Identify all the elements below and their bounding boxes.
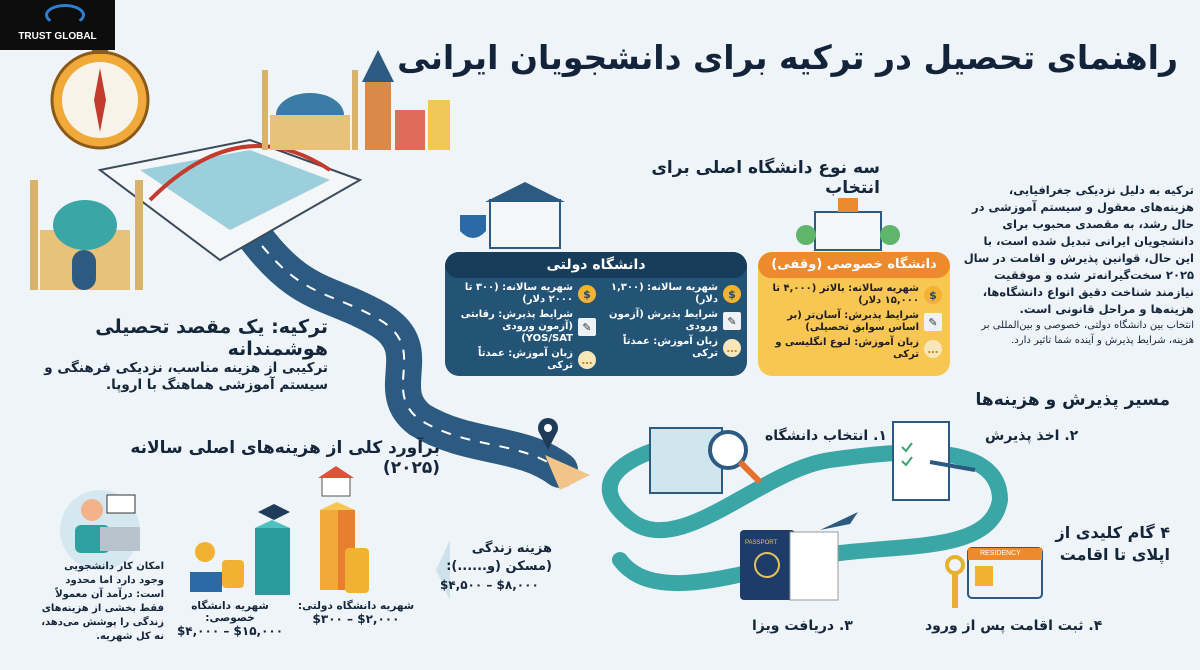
state-item: شهریه سالانه: (۱,۳۰۰ دلار) bbox=[610, 282, 718, 305]
pencil-tip bbox=[545, 455, 590, 490]
turkey-section: ترکیه: یک مقصد تحصیلی هوشمندانه ترکیبی ا… bbox=[30, 316, 328, 394]
living-cost-range: $۴,۵۰۰ – $۸,۰۰۰ bbox=[440, 578, 539, 592]
key-steps-caption: ۴ گام کلیدی از اپلای تا اقامت bbox=[1056, 522, 1170, 566]
compass-illustration bbox=[50, 44, 150, 150]
document-icon: ✎ bbox=[924, 313, 942, 331]
private-item: زبان آموزش: لنوع انگلیسی و ترکی bbox=[775, 337, 919, 360]
page-title: راهنمای تحصیل در ترکیه برای دانشجویان ای… bbox=[397, 38, 1178, 77]
universities-heading: سه نوع دانشگاه اصلی برای انتخاب bbox=[651, 158, 880, 198]
private-university-card: دانشگاه خصوصی (وقفی) $شهریه سالانه: بالا… bbox=[758, 252, 950, 376]
map-magnifier-icon bbox=[649, 427, 763, 494]
private-university-building bbox=[796, 198, 900, 251]
state-tuition-label: شهریه دانشگاه دولتی: $۳۰۰ – $۲,۰۰۰ bbox=[296, 600, 416, 626]
money-bag-icon: $ bbox=[924, 286, 942, 304]
state-col-right: $ شهریه سالانه: (۱,۳۰۰ دلار) ✎ شرایط پذیرش… bbox=[596, 282, 741, 375]
chat-icon: … bbox=[924, 340, 942, 358]
state-item: شهریه سالانه: (۳۰۰ تا ۲۰۰۰ دلار) bbox=[464, 282, 573, 305]
passport-visa-icon bbox=[740, 512, 858, 601]
state-item: زبان آموزش: عمدتاً ترکی bbox=[477, 348, 573, 371]
state-item: شرایط پذیرش: رقابتی (آزمون ورودی YOS/SAT… bbox=[460, 309, 573, 344]
logo: TRUST GLOBAL bbox=[0, 0, 115, 50]
state-card-title: دانشگاه دولتی bbox=[445, 252, 747, 278]
key-steps-line1: ۴ گام کلیدی از bbox=[1055, 523, 1170, 542]
turkey-heading: ترکیه: یک مقصد تحصیلی هوشمندانه bbox=[95, 316, 328, 360]
mosque-illustration bbox=[30, 180, 143, 290]
turkey-text: ترکیبی از هزینه مناسب، نزدیکی فرهنگی و س… bbox=[44, 360, 328, 393]
living-cost: هزینه زندگی (مسکن (و......): $۴,۵۰۰ – $۸… bbox=[440, 540, 552, 594]
costs-heading: برآورد کلی از هزینه‌های اصلی سالانه (۲۰۲… bbox=[130, 438, 440, 478]
logo-text: TRUST GLOBAL bbox=[18, 31, 97, 42]
step-1: ۱. انتخاب دانشگاه bbox=[765, 428, 887, 444]
state-university-building bbox=[460, 182, 565, 249]
passport-label: PASSPORT bbox=[745, 540, 778, 546]
intro-paragraph: ترکیه به دلیل نزدیکی جغرافیایی، هزینه‌ها… bbox=[963, 183, 1194, 316]
chat-icon: … bbox=[723, 339, 741, 357]
chat-icon: … bbox=[578, 351, 596, 369]
residency-label: RESIDENCY bbox=[980, 550, 1021, 557]
private-tuition-range: $۴,۰۰۰ – $۱۵,۰۰۰ bbox=[176, 624, 284, 638]
state-item: زبان آموزش: عمدتاً ترکی bbox=[622, 336, 718, 359]
money-bag-icon: $ bbox=[723, 285, 741, 303]
state-tuition-bar bbox=[318, 466, 369, 593]
map-pin-icon bbox=[538, 418, 558, 450]
state-col-left: $ شهریه سالانه: (۳۰۰ تا ۲۰۰۰ دلار) ✎ شرایط… bbox=[451, 282, 596, 375]
living-arrow bbox=[436, 540, 450, 600]
state-university-card: دانشگاه دولتی $ شهریه سالانه: (۱,۳۰۰ دلار… bbox=[445, 252, 747, 376]
private-tuition-label: شهریه دانشگاه خصوصی: $۴,۰۰۰ – $۱۵,۰۰۰ bbox=[170, 600, 290, 638]
money-bag-icon: $ bbox=[578, 285, 596, 303]
route-heading: مسیر پذیرش و هزینه‌ها bbox=[975, 390, 1170, 410]
document-icon: ✎ bbox=[578, 318, 596, 336]
living-cost-label: هزینه زندگی (مسکن (و......): bbox=[446, 541, 552, 574]
private-item: شهریه سالانه: بالاتر (۴,۰۰۰ تا ۱۵,۰۰۰ دل… bbox=[772, 283, 920, 306]
private-tuition-bar bbox=[190, 504, 290, 595]
state-tuition-range: $۳۰۰ – $۲,۰۰۰ bbox=[312, 612, 400, 626]
residency-key-icon bbox=[945, 547, 1043, 608]
step-2: ۲. اخذ پذیرش bbox=[985, 428, 1079, 444]
state-tuition-label-text: شهریه دانشگاه دولتی: bbox=[297, 600, 415, 612]
step-4: ۴. ثبت اقامت پس از ورود bbox=[925, 618, 1103, 634]
istanbul-skyline bbox=[262, 50, 450, 150]
private-card-title: دانشگاه خصوصی (وقفی) bbox=[758, 252, 950, 278]
admission-document-icon bbox=[892, 421, 976, 501]
work-note: امکان کار دانشجویی وجود دارد اما محدود ا… bbox=[41, 561, 164, 642]
state-item: شرایط پذیرش (آزمون ورودی bbox=[609, 309, 718, 332]
document-icon: ✎ bbox=[723, 312, 741, 330]
private-item: شرایط پذبرش: آسان‌تر (بر اساس سوابق تحصی… bbox=[787, 310, 919, 333]
person-laptop-illustration bbox=[60, 490, 140, 570]
private-tuition-label-text: شهریه دانشگاه خصوصی: bbox=[191, 600, 269, 624]
step-3: ۳. دریافت ویزا bbox=[752, 618, 853, 634]
intro-note: انتخاب بین دانشگاه دولتی، خصوصی و بین‌ال… bbox=[981, 320, 1194, 346]
key-steps-line2: اپلای تا اقامت bbox=[1059, 545, 1170, 564]
